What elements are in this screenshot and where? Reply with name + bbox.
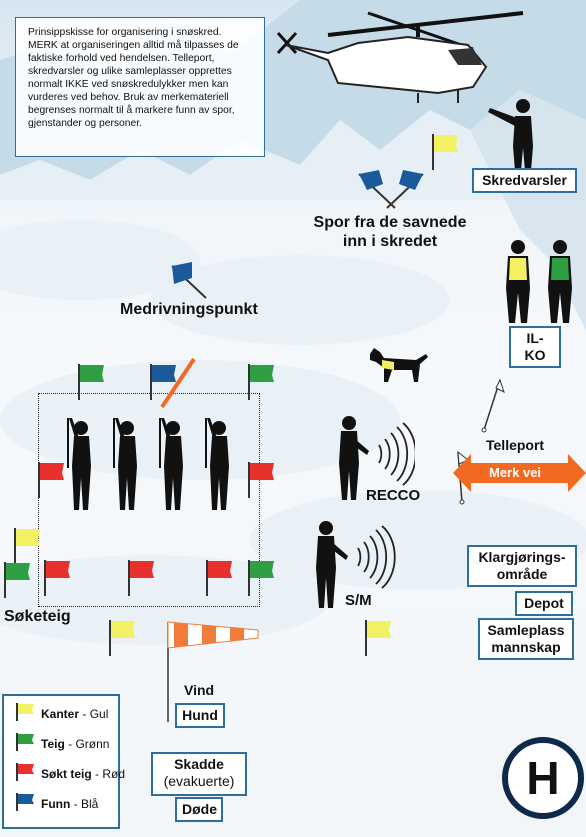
- telleport-label: Telleport: [486, 437, 545, 453]
- info-text-box: Prinsippskisse for organisering i snøskr…: [15, 17, 265, 157]
- flag-icon: [171, 262, 207, 299]
- legend-color: Gul: [89, 707, 109, 721]
- dog-icon: [370, 348, 428, 382]
- skadde-label: Skadde (evakuerte): [151, 752, 247, 796]
- skredvarsler-label: Skredvarsler: [472, 168, 577, 193]
- transceiver-person-icon: [316, 521, 396, 608]
- legend-color: Rød: [102, 767, 126, 781]
- legend: Kanter - Gul Teig - Grønn Søkt teig - Rø…: [2, 694, 125, 829]
- flag-icon: [128, 560, 154, 596]
- flag-icon: [150, 364, 176, 400]
- crossed-flags-icon: [358, 170, 424, 209]
- windsock-icon: [167, 621, 259, 722]
- golf-flag-icon: [481, 378, 505, 433]
- sm-label: S/M: [345, 592, 372, 609]
- flag-icon: [78, 364, 104, 400]
- dode-label: Døde: [175, 797, 223, 822]
- ilko-label: IL-KO: [509, 326, 561, 368]
- helipad-icon: H: [502, 737, 584, 819]
- search-area-border: [38, 393, 260, 607]
- hund-label: Hund: [175, 703, 225, 728]
- flag-icon: [4, 562, 30, 598]
- person-pointing-icon: [488, 99, 533, 171]
- prober-icon: [67, 418, 229, 510]
- transceiver-person-icon: [339, 416, 415, 500]
- legend-color: Blå: [81, 797, 99, 811]
- flag-icon: [365, 620, 391, 656]
- depot-label: Depot: [515, 591, 573, 616]
- flag-icon: [38, 462, 64, 498]
- medrivningspunkt-label: Medrivningspunkt: [120, 301, 258, 318]
- flag-icon: [109, 620, 135, 656]
- helipad-letter: H: [526, 752, 559, 804]
- samleplass-label: Samleplass mannskap: [478, 618, 574, 660]
- flag-icon: [44, 560, 70, 596]
- spor-label: Spor fra de savnede inn i skredet: [313, 214, 467, 250]
- soketeig-label: Søketeig: [4, 608, 71, 625]
- legend-name: Funn: [41, 797, 71, 811]
- merk-vei-label: Merk vei: [489, 465, 542, 480]
- flag-icon: [206, 560, 232, 596]
- legend-name: Teig: [41, 737, 65, 751]
- flag-icon: [248, 560, 274, 596]
- recco-label: RECCO: [366, 487, 421, 504]
- vind-label: Vind: [184, 682, 215, 698]
- merk-vei-arrow: [453, 454, 586, 492]
- helicopter-icon: [276, 11, 524, 103]
- legend-name: Søkt teig: [41, 767, 92, 781]
- orange-ski-icon: [160, 357, 196, 409]
- legend-name: Kanter: [41, 707, 80, 721]
- flag-icon: [432, 134, 458, 170]
- flag-icon: [14, 528, 40, 564]
- evakuerte-text: (evakuerte): [163, 773, 235, 789]
- person-vest-icon: [506, 240, 572, 323]
- skadde-text: Skadde: [174, 756, 224, 772]
- flag-icon: [248, 364, 274, 400]
- flag-icon: [248, 462, 274, 498]
- legend-color: Grønn: [75, 737, 110, 751]
- klargjoring-label: Klargjørings-område: [467, 545, 577, 587]
